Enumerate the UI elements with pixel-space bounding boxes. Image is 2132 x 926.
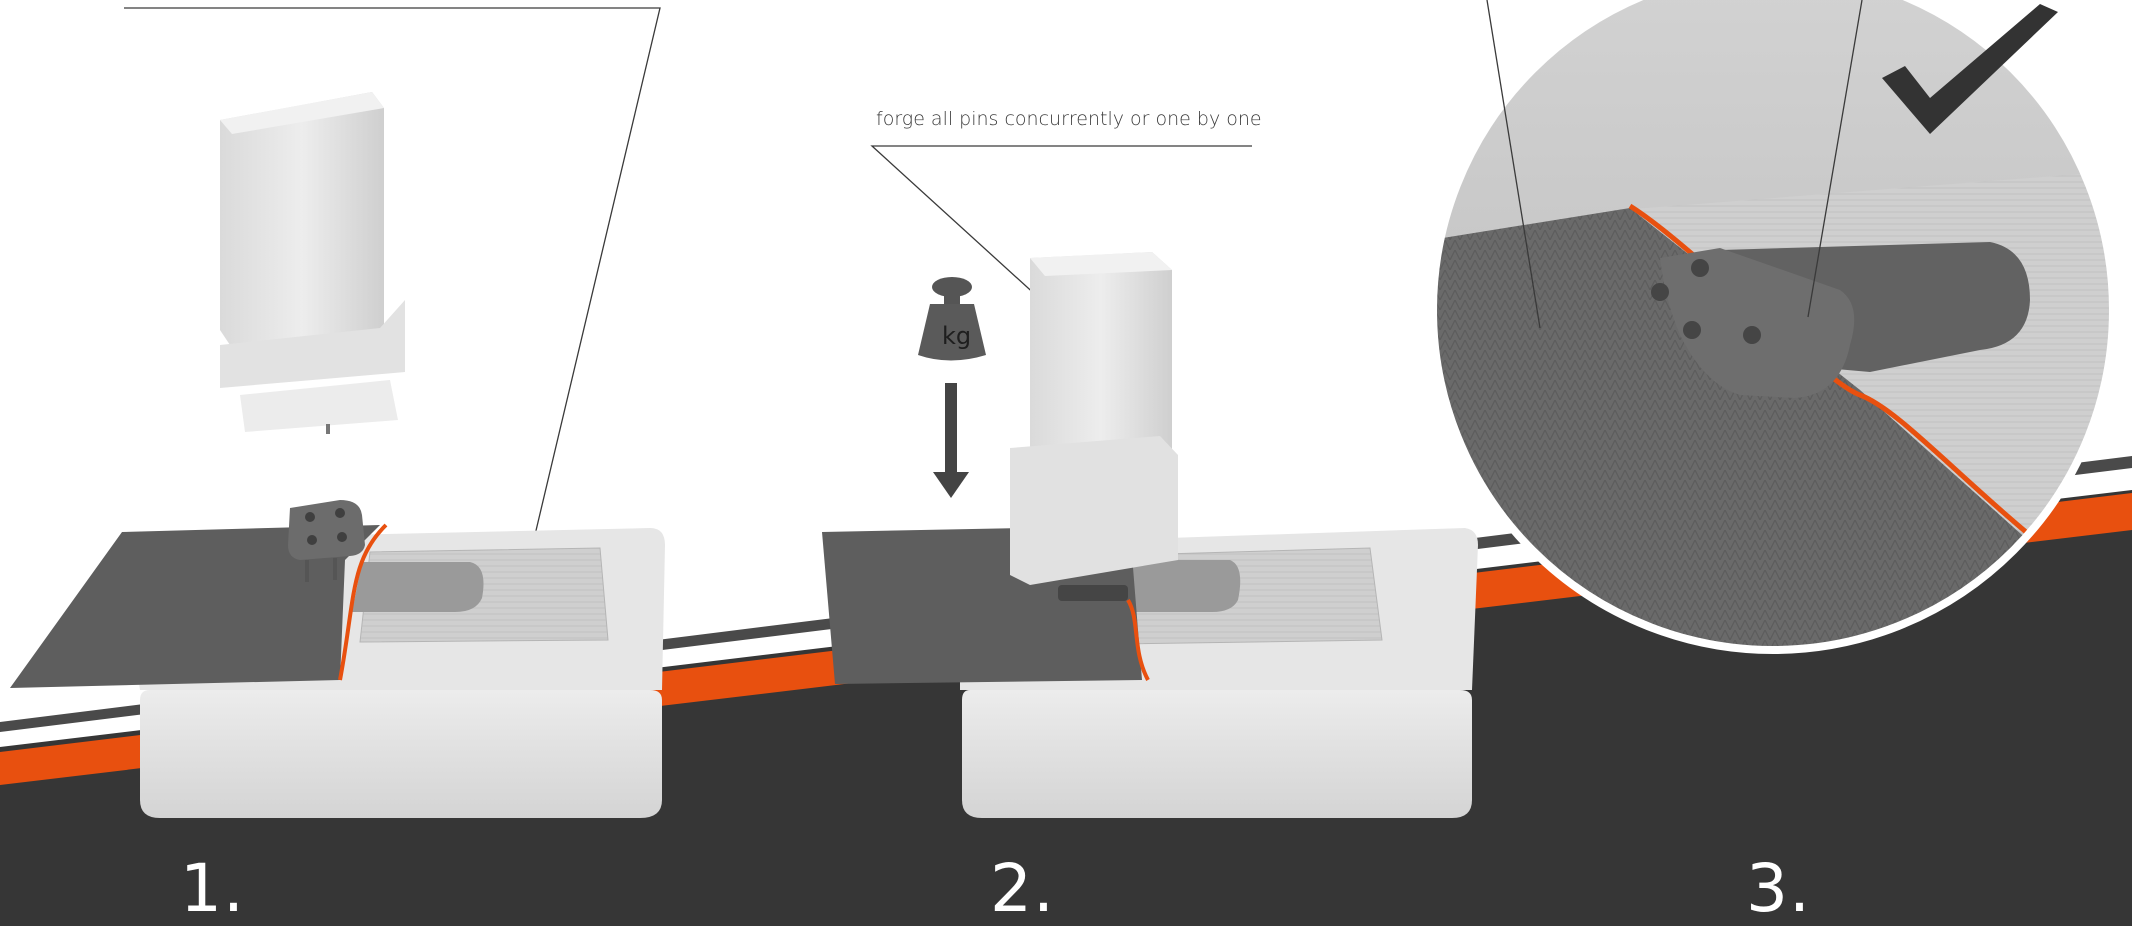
weight-icon: kg [918,277,986,361]
step-3-number: 3. [1746,850,1811,926]
callout-forge-pins: forge all pins concurrently or one by on… [876,108,1262,130]
step-2-illustration: kg [822,145,1478,818]
weight-label: kg [942,322,971,350]
step-1-illustration [10,7,665,818]
step-3-zoom-circle [1429,0,2117,654]
checkmark-icon [1882,4,2058,134]
step-2-number: 2. [990,850,1055,926]
step-1-number: 1. [180,850,245,926]
down-arrow-icon [933,383,969,498]
